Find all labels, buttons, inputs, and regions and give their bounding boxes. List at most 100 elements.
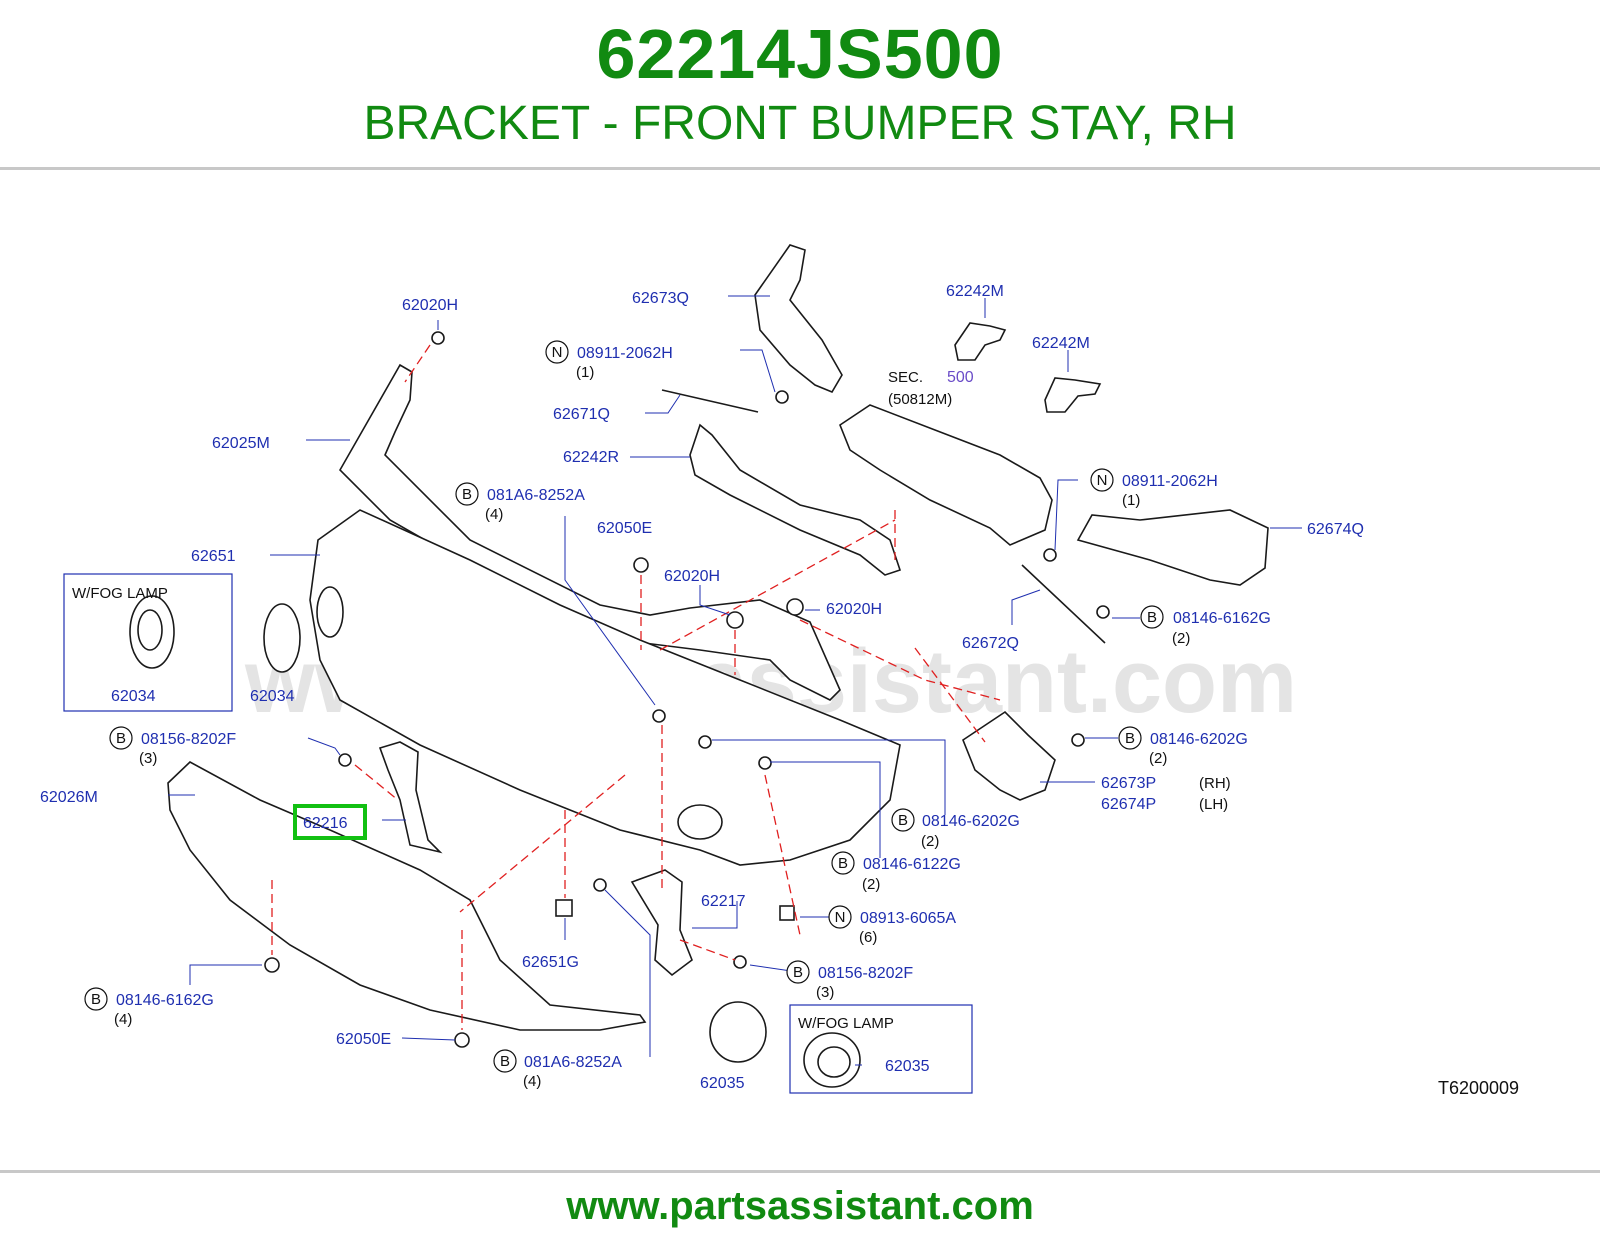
leader-line — [740, 349, 776, 393]
callout-08146-6202G[interactable]: 08146-6202G — [1150, 731, 1248, 748]
callout-62034[interactable]: 62034 — [111, 688, 156, 705]
callout-08156-8202F[interactable]: 08156-8202F — [818, 965, 913, 982]
leader-line — [401, 1037, 456, 1041]
bolt-08146-6202G-b — [1071, 733, 1085, 747]
footer-url-link[interactable]: www.partsassistant.com — [566, 1184, 1034, 1228]
symbol-b: B — [84, 987, 108, 1011]
callout-62025M[interactable]: 62025M — [212, 435, 270, 452]
svg-text:N: N — [552, 344, 563, 361]
air-guide-62673P-shape — [962, 710, 1056, 801]
callout-quantity: (4) — [114, 1011, 132, 1028]
leader-line — [692, 901, 738, 929]
symbol-n: N — [828, 905, 852, 929]
undercover-shape — [839, 404, 1053, 546]
clip-62020H-c — [786, 598, 804, 616]
callout-quantity: (2) — [921, 833, 939, 850]
clip-62651G — [555, 899, 573, 917]
lower-absorber-shape — [167, 761, 647, 1031]
callout-62242M[interactable]: 62242M — [1032, 335, 1090, 352]
svg-text:B: B — [1125, 730, 1135, 747]
symbol-b: B — [109, 726, 133, 750]
assembly-line — [459, 774, 626, 913]
svg-text:B: B — [462, 486, 472, 503]
leader-line — [307, 737, 341, 756]
assembly-line — [404, 344, 431, 383]
clip-62020H-b — [726, 611, 744, 629]
svg-text:B: B — [898, 812, 908, 829]
svg-text:B: B — [91, 991, 101, 1008]
nut-08911-a — [775, 390, 789, 404]
symbol-n: N — [545, 340, 569, 364]
assembly-line — [354, 764, 399, 801]
callout-62671Q[interactable]: 62671Q — [553, 406, 610, 423]
callout-08146-6162G[interactable]: 08146-6162G — [1173, 610, 1271, 627]
callout-08156-8202F[interactable]: 08156-8202F — [141, 731, 236, 748]
leader-line — [604, 889, 651, 1057]
callout-62674Q[interactable]: 62674Q — [1307, 521, 1364, 538]
callout-08146-6162G[interactable]: 08146-6162G — [116, 992, 214, 1009]
callout-62020H[interactable]: 62020H — [826, 601, 882, 618]
highlight-box-62216 — [293, 804, 367, 840]
callout-62035[interactable]: 62035 — [885, 1058, 930, 1075]
callout-62674P[interactable]: 62674P — [1101, 796, 1156, 813]
bolt-08156-a — [338, 753, 352, 767]
callout-62673P[interactable]: 62673P — [1101, 775, 1156, 792]
bracket-62242M-b-shape — [1044, 377, 1102, 413]
callout-62216[interactable]: 62216 — [303, 815, 348, 832]
symbol-b: B — [1118, 726, 1142, 750]
rod-62672Q — [1021, 564, 1106, 644]
leader-line — [712, 739, 946, 815]
callout-quantity: (2) — [862, 876, 880, 893]
callout-081A6-8252A[interactable]: 081A6-8252A — [524, 1054, 622, 1071]
nut-08913 — [779, 905, 795, 921]
callout-62035[interactable]: 62035 — [700, 1075, 745, 1092]
callout-62673Q[interactable]: 62673Q — [632, 290, 689, 307]
part-number-title: 62214JS500 — [596, 15, 1004, 93]
bolt-08146-6162G-a — [1096, 605, 1110, 619]
svg-text:B: B — [1147, 609, 1157, 626]
callout-62672Q[interactable]: 62672Q — [962, 635, 1019, 652]
callout-quantity: (2) — [1172, 630, 1190, 647]
section-number-link[interactable]: 500 — [947, 369, 974, 386]
side-part-62674Q-shape — [1076, 509, 1269, 586]
callout-62217[interactable]: 62217 — [701, 893, 746, 910]
bracket-62242M-a-shape — [954, 322, 1007, 361]
fog-finisher-62034-b — [263, 603, 301, 673]
callout-quantity: (4) — [485, 506, 503, 523]
leader-line — [189, 964, 262, 985]
symbol-b: B — [455, 482, 479, 506]
callout-62651[interactable]: 62651 — [191, 548, 236, 565]
callout-quantity: (1) — [576, 364, 594, 381]
assembly-line — [659, 519, 896, 651]
callout-62651G[interactable]: 62651G — [522, 954, 579, 971]
callout-08146-6122G[interactable]: 08146-6122G — [863, 856, 961, 873]
fog-finisher-62034-a-inner — [137, 609, 163, 651]
callout-08911-2062H[interactable]: 08911-2062H — [577, 345, 673, 362]
callout-081A6-8252A[interactable]: 081A6-8252A — [487, 487, 585, 504]
fog-finisher-62035-b-inner — [817, 1046, 851, 1078]
callout-08913-6065A[interactable]: 08913-6065A — [860, 910, 956, 927]
callout-62020H[interactable]: 62020H — [664, 568, 720, 585]
fog-lamp-option-box-b — [789, 1004, 973, 1094]
callout-quantity: (2) — [1149, 750, 1167, 767]
bolt-08146-6122G — [758, 756, 772, 770]
callout-62050E[interactable]: 62050E — [336, 1031, 391, 1048]
callout-08146-6202G[interactable]: 08146-6202G — [922, 813, 1020, 830]
section-label: SEC. — [888, 369, 923, 386]
callout-62026M[interactable]: 62026M — [40, 789, 98, 806]
side-rh-label: (RH) — [1199, 775, 1231, 792]
callout-62242R[interactable]: 62242R — [563, 449, 619, 466]
callout-08911-2062H[interactable]: 08911-2062H — [1122, 473, 1218, 490]
callout-62050E[interactable]: 62050E — [597, 520, 652, 537]
callout-quantity: (1) — [1122, 492, 1140, 509]
callout-quantity: (6) — [859, 929, 877, 946]
callout-62242M[interactable]: 62242M — [946, 283, 1004, 300]
callout-quantity: (4) — [523, 1073, 541, 1090]
callout-62034[interactable]: 62034 — [250, 688, 295, 705]
fog-lamp-label: W/FOG LAMP — [72, 585, 168, 602]
leader-line — [645, 394, 681, 414]
callout-62020H[interactable]: 62020H — [402, 297, 458, 314]
splash-shield-62673Q-shape — [754, 244, 843, 394]
symbol-b: B — [891, 808, 915, 832]
